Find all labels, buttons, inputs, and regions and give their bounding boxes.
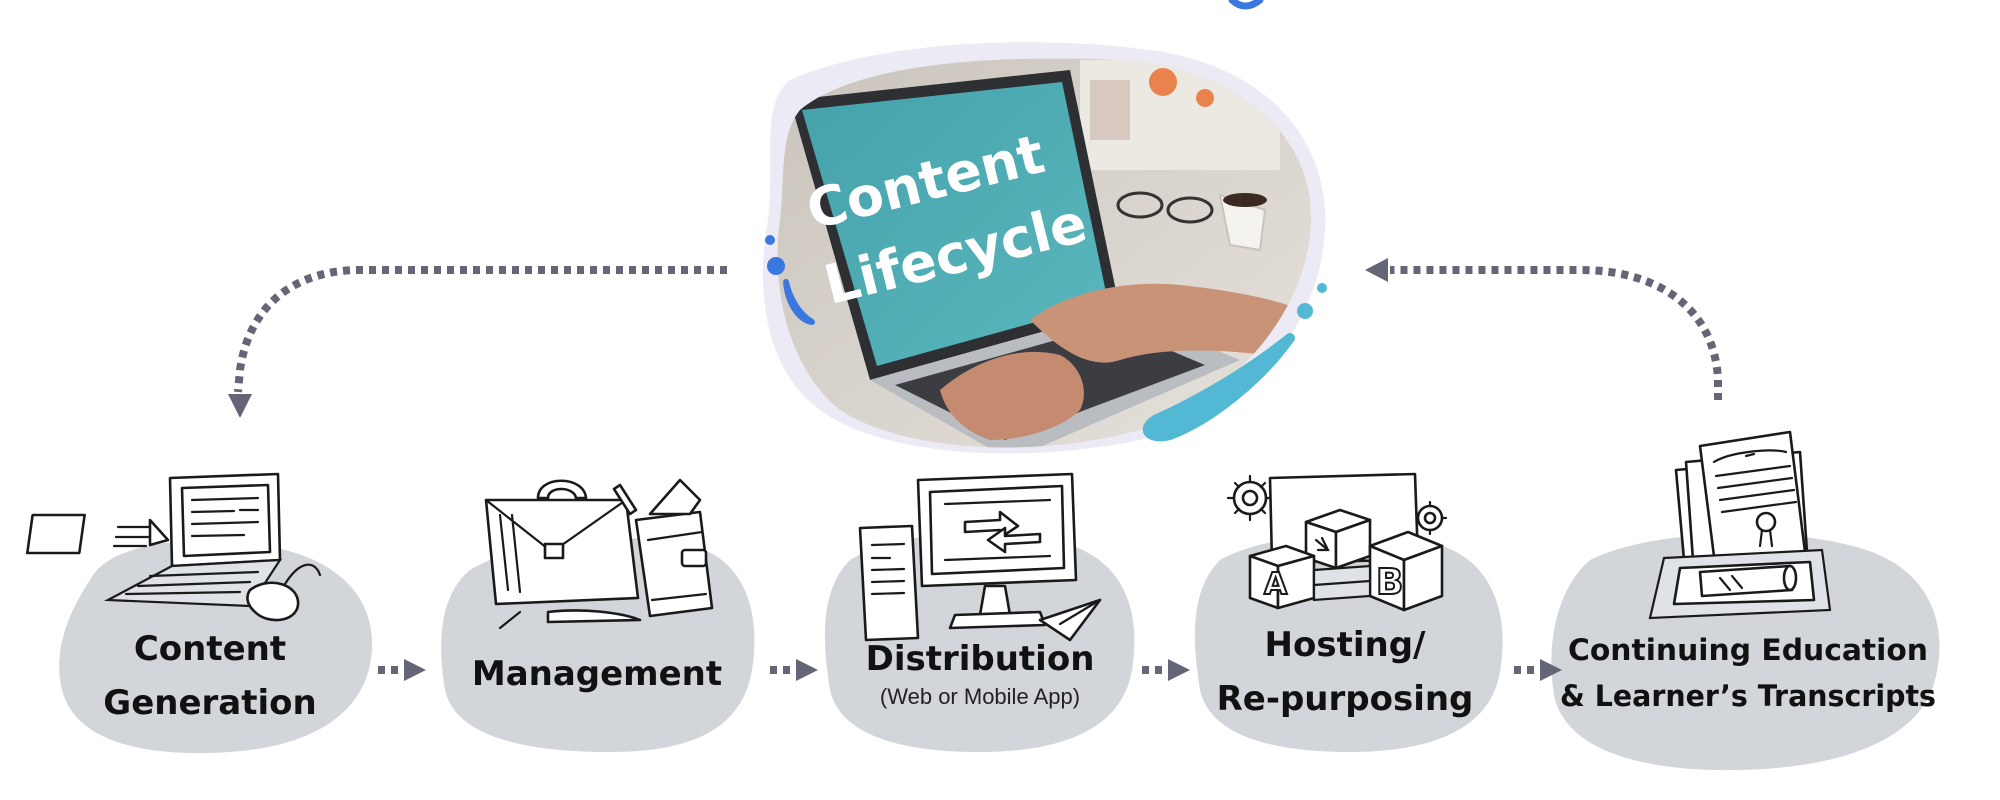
building-blocks-gears-icon: A B: [1226, 472, 1448, 612]
top-accent-stroke: [1228, 0, 1264, 10]
laptop-calendar-mouse-icon: [25, 472, 322, 622]
blue-swoosh: [783, 279, 815, 325]
loop-arrow-left-head: [228, 394, 252, 418]
svg-text:B: B: [1376, 562, 1403, 603]
hero-screen: [802, 82, 1108, 366]
stage-blob-5: [1551, 533, 1940, 771]
cyan-dot-small: [1297, 303, 1313, 319]
hero-image: Content Lifecycle: [762, 42, 1327, 454]
stage-arrow-2: [770, 659, 818, 681]
blue-dot-small: [767, 257, 785, 275]
loop-arrow-left: [234, 266, 727, 393]
certificate-diploma-icon: [1648, 430, 1832, 620]
stage-4-title-line2: Re-purposing: [1217, 679, 1474, 719]
stage-1-title-line2: Generation: [103, 683, 316, 723]
briefcase-wallet-pen-icon: [484, 478, 714, 630]
loop-arrow-right: [1390, 266, 1722, 400]
stage-arrow-4: [1514, 659, 1562, 681]
orange-dot-small: [1196, 89, 1214, 107]
stage-5-title-line1: Continuing Education: [1568, 633, 1928, 667]
stage-4-title-line1: Hosting/: [1265, 625, 1427, 665]
blue-dot-tiny: [765, 235, 775, 245]
cyan-dot-tiny: [1317, 283, 1327, 293]
stage-5-title-line2: & Learner’s Transcripts: [1560, 679, 1936, 713]
svg-text:A: A: [1264, 567, 1288, 602]
stage-3-title-line1: Distribution: [866, 639, 1095, 679]
stage-1-title-line1: Content: [134, 629, 286, 669]
loop-arrow-right-head: [1365, 258, 1388, 282]
stage-arrow-1: [378, 659, 426, 681]
tablet-monitor-transfer-icon: [858, 472, 1102, 642]
orange-dot-large: [1149, 68, 1177, 96]
stage-3-subtitle: (Web or Mobile App): [880, 684, 1080, 709]
stage-arrow-3: [1142, 659, 1190, 681]
stage-2-title-line1: Management: [472, 654, 722, 694]
cyan-swoosh: [1142, 333, 1295, 442]
